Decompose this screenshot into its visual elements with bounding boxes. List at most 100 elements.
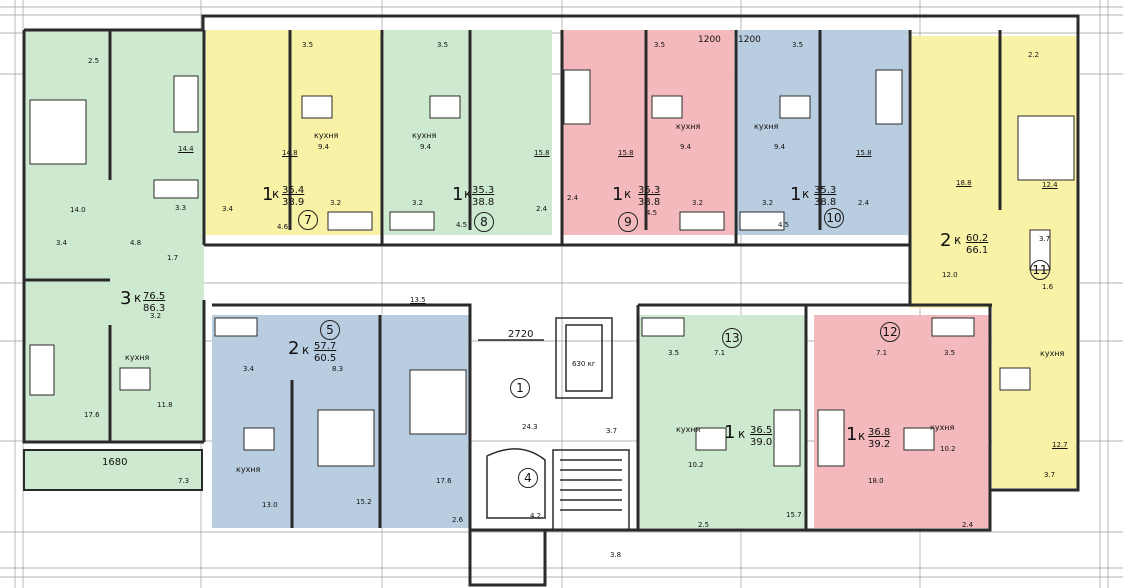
apt-10-room: 2.4 <box>858 199 870 207</box>
apt-3-room: 14.4 <box>178 145 194 153</box>
apt-7-room: 4.6 <box>277 223 289 231</box>
apt-11b-room: 3.7 <box>1044 471 1056 479</box>
apt-13-kitchen: кухня <box>676 425 701 434</box>
apt-11b-room: 12.7 <box>1052 441 1068 449</box>
apt-number-8: 8 <box>474 212 494 232</box>
bed <box>1017 115 1075 181</box>
apt-number-7: 7 <box>298 210 318 230</box>
apt-7-fill <box>206 30 381 235</box>
apt-9-rooms: 1 <box>612 184 624 205</box>
apt-3-room: 7.3 <box>178 477 190 485</box>
apt-9-room: 4.5 <box>646 209 658 217</box>
apt-number-11: 11 <box>1030 260 1050 280</box>
bath <box>327 211 373 231</box>
stair-room: 4.2 <box>530 512 542 520</box>
sofa <box>173 75 199 133</box>
apt-10-total: 38.8 <box>814 197 837 208</box>
apt-5-room: 2.6 <box>452 516 464 524</box>
apt-12-rooms: 1 <box>846 424 858 445</box>
apt-13-k: к <box>738 427 746 441</box>
apt-9-fill <box>562 30 734 235</box>
apt-8-room: 9.4 <box>420 143 432 151</box>
dim-1200: 1200 <box>738 35 761 45</box>
table <box>779 95 811 119</box>
apt-10-k: к <box>802 187 810 201</box>
apt-8-room: 2.4 <box>536 205 548 213</box>
apt-5-k: к <box>302 343 310 357</box>
apt-10-room: 3.2 <box>762 199 774 207</box>
table <box>999 367 1031 391</box>
apt-5-kitchen: кухня <box>236 465 261 474</box>
apt-12-room: 7.1 <box>876 349 888 357</box>
sofa <box>29 344 55 396</box>
bath <box>739 211 785 231</box>
apt-11-room: 1.6 <box>1042 283 1054 291</box>
apt-11-room: 12.0 <box>942 271 958 279</box>
stair-room: 3.8 <box>610 551 622 559</box>
apt-11b-fill <box>992 308 1078 488</box>
bath <box>641 317 685 337</box>
apt-3-room: 1.7 <box>167 254 179 262</box>
apt-11-k: к <box>954 233 962 247</box>
apt-8-kitchen: кухня <box>412 131 437 140</box>
apt-12-room: 10.2 <box>940 445 956 453</box>
apt-11-room: 12.4 <box>1042 181 1058 189</box>
apt-10-area: 35.3 <box>814 185 837 196</box>
lift-cabin <box>565 324 603 392</box>
apt-13-room: 10.2 <box>688 461 704 469</box>
apt-10-room: 15.8 <box>856 149 872 157</box>
apt-8-area: 35.3 <box>472 185 495 196</box>
dim-1200: 1200 <box>698 35 721 45</box>
apt-9-total: 38.8 <box>638 197 661 208</box>
apt-10-balcony: 3.5 <box>792 41 804 49</box>
apt-12-area: 36.8 <box>868 427 891 438</box>
apt-3-room: 11.8 <box>157 401 173 409</box>
lift-capacity: 630 кг <box>572 360 596 368</box>
apt-3-balcony: 2.5 <box>88 57 100 65</box>
table <box>651 95 683 119</box>
apt-number-4: 4 <box>518 468 538 488</box>
sofa <box>317 409 375 467</box>
sofa <box>817 409 845 467</box>
apt-7-room: 3.4 <box>222 205 234 213</box>
apt-10-room: 4.5 <box>778 221 790 229</box>
apt-8-room: 15.8 <box>534 149 550 157</box>
bed <box>29 99 87 165</box>
apt-12-room: 18.0 <box>868 477 884 485</box>
bath <box>931 317 975 337</box>
hall-room: 3.7 <box>606 427 618 435</box>
apt-9-balcony: 3.5 <box>654 41 666 49</box>
apt-13-room: 3.5 <box>668 349 680 357</box>
apt-12-room: 3.5 <box>944 349 956 357</box>
sofa <box>875 69 903 125</box>
apt-7-kitchen: кухня <box>314 131 339 140</box>
apt-9-room: 9.4 <box>680 143 692 151</box>
apt-7-room: 3.2 <box>330 199 342 207</box>
table <box>119 367 151 391</box>
apt-3-balcony-fill <box>24 450 202 490</box>
apt-9-area: 35.3 <box>638 185 661 196</box>
apt-11-rooms: 2 <box>940 230 952 251</box>
sofa <box>773 409 801 467</box>
bath <box>214 317 258 337</box>
hall-dim: 2720 <box>508 329 534 340</box>
apt-10-room: 9.4 <box>774 143 786 151</box>
apt-12-room: 2.4 <box>962 521 974 529</box>
apt-number-5: 5 <box>320 320 340 340</box>
apt-9-room: 2.4 <box>567 194 579 202</box>
apt-9-room: 3.2 <box>692 199 704 207</box>
apt-8-fill <box>384 30 552 235</box>
apt-13-room: 2.5 <box>698 521 710 529</box>
apt-9-k: к <box>624 187 632 201</box>
apt-5-balcony: 13.5 <box>410 296 426 304</box>
apt-7-room: 14.8 <box>282 149 298 157</box>
apt-11-area: 60.2 <box>966 233 989 244</box>
apt-number-10: 10 <box>824 208 844 228</box>
apt-11-balcony: 2.2 <box>1028 51 1040 59</box>
apt-number-1: 1 <box>510 378 530 398</box>
apt-7-total: 38.9 <box>282 197 305 208</box>
apt-5-room: 8.3 <box>332 365 344 373</box>
apt-11-total: 66.1 <box>966 245 989 256</box>
apt-number-9: 9 <box>618 212 638 232</box>
